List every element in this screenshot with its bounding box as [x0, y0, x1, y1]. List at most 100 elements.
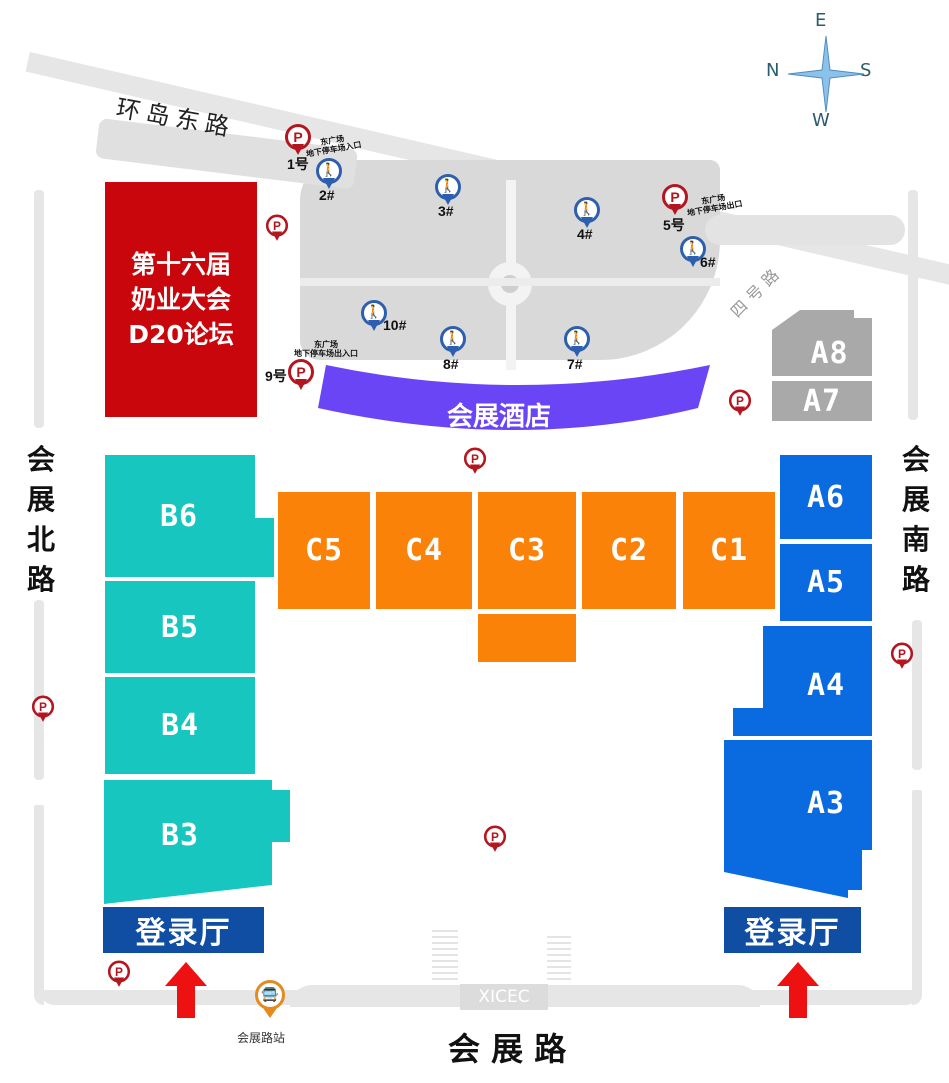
- gate-sign: XICEC: [460, 984, 548, 1010]
- lobby-right[interactable]: 登录厅: [724, 907, 861, 953]
- forum-line-1: 第十六届: [130, 250, 231, 279]
- parking-pin-1[interactable]: P: [285, 124, 311, 158]
- pin-tail: [581, 217, 593, 228]
- parking-5-label: 5号: [663, 217, 685, 233]
- hall-a3-shape: [724, 740, 872, 898]
- pin-tail: [292, 144, 304, 155]
- hall-a6[interactable]: A6: [780, 455, 872, 539]
- entrance-pin-3[interactable]: 🚶: [435, 174, 461, 210]
- pedestrian-icon: 🚶: [574, 197, 600, 223]
- parking-9-label: 9号: [265, 368, 287, 384]
- bus-icon: 🚍: [255, 980, 285, 1010]
- hall-c5[interactable]: C5: [278, 492, 370, 609]
- bus-stop-pin[interactable]: 🚍: [255, 980, 285, 1022]
- hotel-label[interactable]: 会展酒店: [447, 402, 552, 432]
- hall-a8-shape: [772, 310, 872, 376]
- hall-b6-annex: [254, 518, 274, 577]
- hall-c1[interactable]: C1: [683, 492, 775, 609]
- north-road-left-upper: [34, 190, 44, 428]
- parking-pin-9[interactable]: P: [288, 359, 314, 393]
- bus-pin-tail: [263, 1008, 277, 1018]
- entrance-10-label: 10#: [383, 317, 407, 333]
- parking-pin-bottom-left[interactable]: P: [107, 960, 131, 990]
- road-label-bottom: 会 展 路: [448, 1030, 567, 1068]
- forum-block[interactable]: 第十六届 奶业大会 D20论坛: [105, 182, 257, 417]
- pin-tail: [896, 659, 908, 669]
- parking-pin-forum[interactable]: P: [265, 214, 289, 244]
- hall-c3-annex: [478, 614, 576, 662]
- pin-tail: [271, 231, 283, 241]
- entrance-pin-2[interactable]: 🚶: [316, 158, 342, 194]
- entrance-4-label: 4#: [577, 226, 593, 242]
- compass-star-icon: [787, 35, 865, 113]
- pin-tail: [368, 320, 380, 331]
- south-road-right-lower: [912, 620, 922, 770]
- hall-a4[interactable]: A4: [806, 667, 846, 703]
- pin-tail: [687, 256, 699, 267]
- pedestrian-icon: 🚶: [564, 326, 590, 352]
- hotel-shape: [318, 365, 710, 430]
- entrance-8-label: 8#: [443, 356, 459, 372]
- ring-road-right: [705, 215, 905, 245]
- hall-c3[interactable]: C3: [478, 492, 576, 609]
- compass-east-label: E: [815, 10, 827, 31]
- entrance-pin-4[interactable]: 🚶: [574, 197, 600, 233]
- parking-1-label: 1号: [287, 156, 309, 172]
- hall-c4[interactable]: C4: [376, 492, 472, 609]
- pin-tail: [734, 406, 746, 416]
- hall-a7[interactable]: A7: [772, 381, 872, 421]
- pin-tail: [37, 712, 49, 722]
- south-road-right-bottom: [912, 790, 922, 1005]
- pin-tail: [447, 346, 459, 357]
- parking-pin-north-road[interactable]: P: [31, 695, 55, 725]
- north-road-left-bottom: [34, 805, 44, 1005]
- hall-a3[interactable]: A3: [806, 785, 846, 821]
- entry-arrow-right-icon: [777, 962, 819, 1018]
- parking-9-note: 东广场地下停车场出入口: [294, 340, 358, 358]
- entrance-3-label: 3#: [438, 203, 454, 219]
- parking-pin-center[interactable]: P: [483, 825, 507, 855]
- parking-pin-hotel-right[interactable]: P: [728, 389, 752, 419]
- parking-pin-hotel-south[interactable]: P: [463, 447, 487, 477]
- pin-tail: [323, 178, 335, 189]
- compass-south-label: S: [860, 60, 872, 81]
- pin-tail: [669, 204, 681, 215]
- hall-b4[interactable]: B4: [105, 677, 255, 774]
- hall-b6[interactable]: B6: [105, 455, 255, 577]
- hall-b5[interactable]: B5: [105, 581, 255, 673]
- entrance-7-label: 7#: [567, 356, 583, 372]
- compass-west-label: W: [812, 110, 830, 131]
- south-road-right-upper: [908, 190, 918, 420]
- crosswalk-left: [432, 930, 458, 980]
- entrance-pin-8[interactable]: 🚶: [440, 326, 466, 362]
- entrance-pin-7[interactable]: 🚶: [564, 326, 590, 362]
- road-label-left: 会展北路: [26, 443, 55, 596]
- lobby-left[interactable]: 登录厅: [103, 907, 264, 953]
- plaza-cross-path: [300, 278, 720, 286]
- forum-line-2: 奶业大会: [130, 285, 231, 314]
- crosswalk-right: [547, 936, 571, 980]
- pin-tail: [469, 464, 481, 474]
- compass: E N S W: [766, 8, 880, 133]
- entrance-pin-10[interactable]: 🚶: [361, 300, 387, 336]
- entrance-pin-6[interactable]: 🚶: [680, 236, 706, 272]
- pin-tail: [113, 977, 125, 987]
- hall-b3[interactable]: B3: [160, 817, 200, 853]
- parking-pin-south-road[interactable]: P: [890, 642, 914, 672]
- pin-tail: [571, 346, 583, 357]
- pin-tail: [489, 842, 501, 852]
- forum-line-3: D20论坛: [128, 320, 234, 349]
- parking-pin-5[interactable]: P: [662, 184, 688, 218]
- road-label-right: 会展南路: [901, 443, 930, 596]
- hall-a8[interactable]: A8: [810, 335, 849, 371]
- bus-stop-label: 会展路站: [237, 1031, 286, 1045]
- pedestrian-icon: 🚶: [440, 326, 466, 352]
- hall-b3-shape: [104, 780, 290, 904]
- pin-tail: [295, 379, 307, 390]
- hall-c2[interactable]: C2: [582, 492, 676, 609]
- entrance-6-label: 6#: [700, 254, 716, 270]
- entrance-2-label: 2#: [319, 187, 335, 203]
- hall-a5[interactable]: A5: [780, 544, 872, 621]
- pin-tail: [442, 194, 454, 205]
- compass-north-label: N: [766, 60, 780, 81]
